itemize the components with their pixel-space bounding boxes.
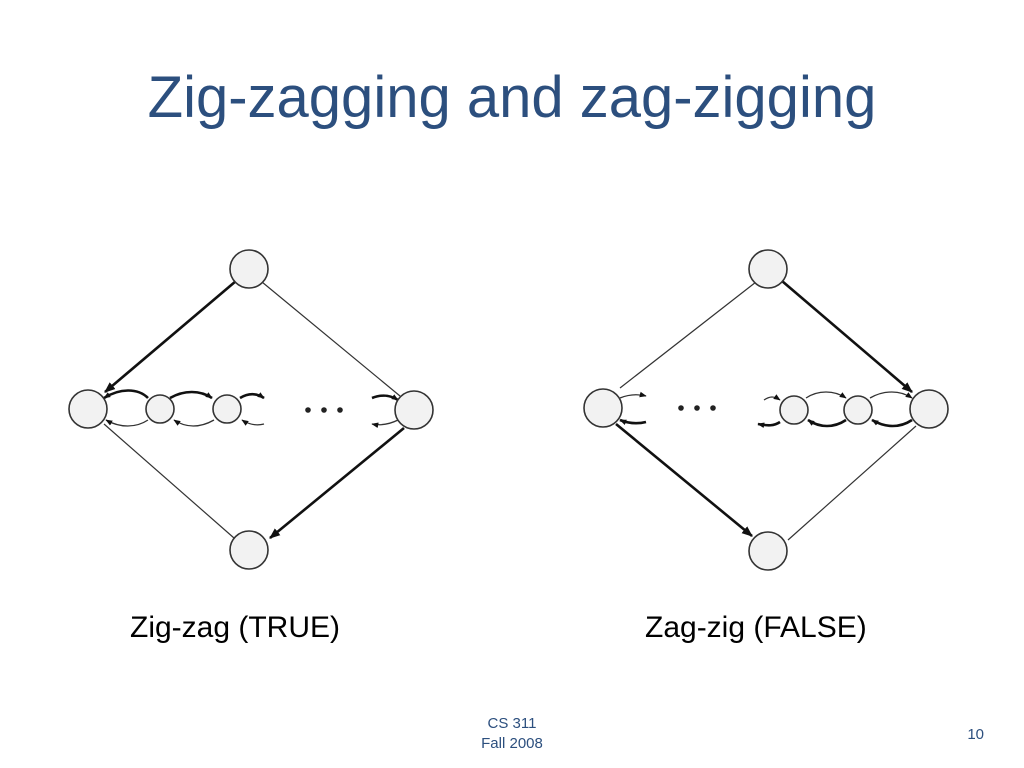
left-chain-arc-lower-3 (241, 419, 265, 426)
right-chain-arc-lower-3 (871, 418, 913, 428)
left-chain-arc-upper-3 (239, 392, 265, 400)
slide-title: Zig-zagging and zag-zigging (147, 65, 877, 130)
right-edge-left-to-bottom (615, 422, 753, 538)
zig-zag-diagram (68, 249, 434, 570)
left-chain-arc-upper-1 (103, 389, 149, 400)
right-node-bottom (748, 531, 788, 571)
zag-zig-caption: Zag-zig (FALSE) (645, 611, 867, 644)
slide-footer: CS 311 Fall 2008 (412, 714, 612, 754)
left-edge-top-to-right (261, 281, 401, 397)
right-chain-arc-lower-2 (807, 418, 847, 428)
left-node-left (68, 389, 108, 429)
right-node-top (748, 249, 788, 289)
left-ellipsis-dot-3 (337, 407, 343, 413)
page-number: 10 (967, 726, 984, 743)
footer-course: CS 311 (487, 715, 537, 732)
left-edge-right-to-bottom (269, 426, 405, 540)
left-chain-arc-upper-4 (371, 394, 399, 402)
right-chain-arc-upper-1 (763, 394, 781, 401)
left-edge-left-to-bottom (103, 423, 235, 539)
right-chain-arc-upper-2 (805, 391, 847, 399)
right-chain-arc-upper-3 (869, 391, 913, 399)
right-chain-arc-lower-1 (757, 420, 781, 428)
right-edge-top-to-left (619, 281, 757, 389)
left-chain-arc-lower-1 (105, 419, 149, 427)
right-node-left (583, 388, 623, 428)
right-ellipsis-dot-3 (710, 405, 716, 411)
right-ellipsis-dot-2 (694, 405, 700, 411)
left-chain-arc-lower-2 (173, 419, 215, 427)
left-node-right (394, 390, 434, 430)
footer-term: Fall 2008 (481, 735, 543, 752)
right-chain-arc-upper-0 (619, 391, 647, 399)
right-node-chain-2 (843, 395, 873, 425)
left-chain-arc-lower-4 (371, 419, 399, 428)
right-edge-top-to-right (781, 280, 913, 393)
zig-zag-caption: Zig-zag (TRUE) (130, 611, 341, 644)
left-ellipsis-dot-2 (321, 407, 327, 413)
left-ellipsis-dot-1 (305, 407, 311, 413)
left-node-top (229, 249, 269, 289)
right-node-chain-1 (779, 395, 809, 425)
left-chain-arc-upper-2 (169, 390, 213, 400)
right-chain-arc-lower-0 (619, 418, 647, 425)
left-node-chain-2 (212, 394, 242, 424)
left-node-chain-1 (145, 394, 175, 424)
zag-zig-diagram (583, 249, 949, 571)
left-edge-top-to-left (104, 280, 237, 393)
right-edge-right-to-bottom (787, 425, 917, 541)
right-node-right (909, 389, 949, 429)
right-ellipsis-dot-1 (678, 405, 684, 411)
left-node-bottom (229, 530, 269, 570)
